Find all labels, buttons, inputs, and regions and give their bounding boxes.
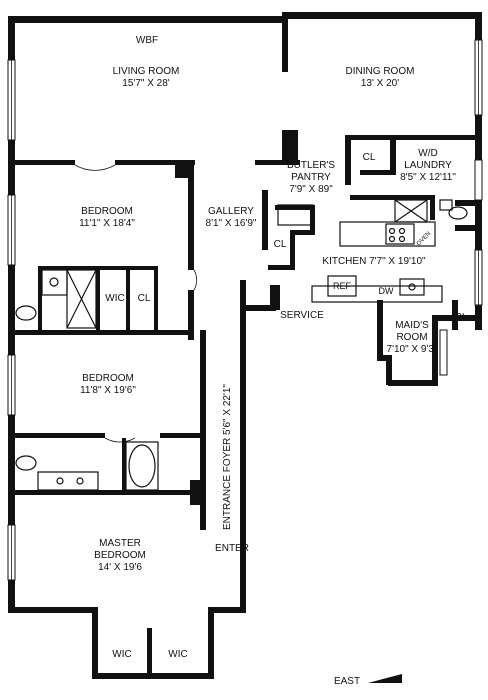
butlers-pantry-label: BUTLER'S PANTRY 7'9" X 89" (287, 160, 335, 196)
laundry-dims: 8'5" X 12'11" (400, 172, 456, 183)
windows (7, 39, 483, 581)
maids-room-line2: ROOM (396, 332, 428, 343)
kitchen-label: KITCHEN 7'7" X 19'10" (322, 256, 426, 267)
master-bedroom-line2: BEDROOM (94, 550, 146, 561)
living-room-name: LIVING ROOM (112, 66, 180, 77)
kitchen-fixtures (277, 199, 453, 303)
bedroom-closet-label: CL (137, 293, 151, 304)
interior-walls (15, 130, 475, 530)
maid-closet-label: CL (454, 312, 468, 323)
bedroom-2-name: BEDROOM (82, 373, 134, 384)
butlers-pantry-line2: PANTRY (291, 172, 331, 183)
east-arrow (368, 674, 402, 683)
enter-label: ENTER (215, 543, 249, 554)
door-swings (74, 164, 198, 443)
east-label: EAST (333, 676, 361, 687)
laundry-line1: W/D (418, 148, 438, 159)
bedroom-wic-label: WIC (105, 293, 125, 304)
gallery-label: GALLERY 8'1" X 16'9" (206, 206, 257, 230)
butlers-pantry-dims: 7'9" X 89" (289, 184, 333, 195)
maids-room-line1: MAID'S (395, 320, 429, 331)
gallery-dims: 8'1" X 16'9" (205, 218, 257, 229)
bedroom-2-dims: 11'8" X 19'6" (80, 385, 136, 396)
wbf-label: WBF (135, 35, 159, 46)
gallery-name: GALLERY (208, 206, 254, 217)
master-wic-2-label: WIC (168, 649, 188, 660)
living-room-label: LIVING ROOM 15'7" X 28' (113, 66, 180, 90)
master-wic-1-label: WIC (112, 649, 132, 660)
butlers-pantry-line1: BUTLER'S (286, 160, 336, 171)
bedroom-2-label: BEDROOM 11'8" X 19'6" (80, 373, 136, 397)
ref-label: REF (333, 281, 351, 291)
laundry-line2: LAUNDRY (404, 160, 452, 171)
entrance-foyer-label: ENTRANCE FOYER 5'6" X 22'1" (222, 384, 233, 530)
master-bedroom-label: MASTER BEDROOM 14' X 19'6 (94, 538, 146, 574)
bedroom-1-dims: 11'1" X 18'4" (79, 218, 135, 229)
dining-room-name: DINING ROOM (345, 66, 415, 77)
dw-label: DW (378, 286, 394, 296)
bath-fixtures (15, 206, 468, 491)
service-label: SERVICE (280, 310, 324, 321)
laundry-closet-label: CL (362, 152, 376, 163)
master-bedroom-dims: 14' X 19'6 (98, 562, 142, 573)
master-bedroom-line1: MASTER (99, 538, 141, 549)
dining-room-dims: 13' X 20' (360, 78, 400, 89)
bedroom-1-label: BEDROOM 11'1" X 18'4" (79, 206, 135, 230)
dining-room-label: DINING ROOM 13' X 20' (346, 66, 415, 90)
maids-room-label: MAID'S ROOM 7'10" X 9'3" (387, 320, 438, 356)
maids-room-dims: 7'10" X 9'3" (386, 344, 438, 355)
laundry-label: W/D LAUNDRY 8'5" X 12'11" (400, 148, 456, 184)
living-room-dims: 15'7" X 28' (122, 78, 170, 89)
bedroom-1-name: BEDROOM (81, 206, 133, 217)
gallery-closet-label: CL (273, 239, 287, 250)
